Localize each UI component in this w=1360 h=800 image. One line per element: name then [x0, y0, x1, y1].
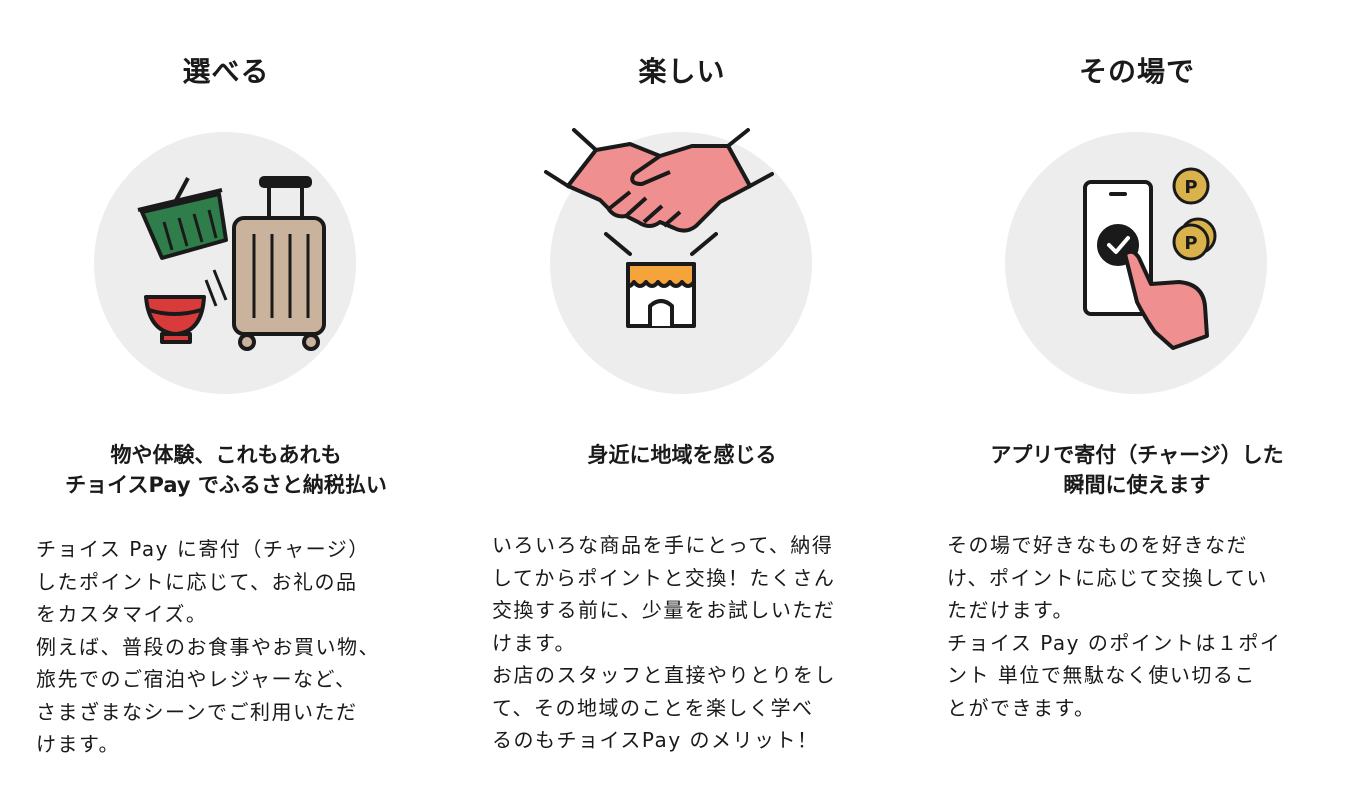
feature-body: チョイス Pay に寄付（チャージ） したポイントに応じて、お礼の品 をカスタマ… — [36, 537, 380, 756]
svg-text:P: P — [1184, 233, 1197, 254]
basket-icon — [137, 177, 228, 260]
bowl-icon — [144, 295, 206, 344]
handshake-shop-svg — [544, 128, 774, 328]
shopping-travel-icon — [94, 132, 356, 394]
feature-body: その場で好きなものを好きなだ け、ポイントに応じて交換してい ただけます。 チョ… — [947, 533, 1282, 720]
feature-subtitle: 身近に地域を感じる — [587, 443, 777, 467]
feature-subtitle: アプリで寄付（チャージ）した 瞬間に使えます — [990, 443, 1284, 497]
feature-heading: 選べる — [182, 55, 270, 88]
feature-body: いろいろな商品を手にとって、納得 してからポイントと交換！たくさん 交換する前に… — [492, 533, 836, 752]
coin-icon: P P — [1172, 167, 1217, 261]
smartphone-tap-icon: P P — [1005, 132, 1267, 394]
handshake-icon — [566, 142, 752, 233]
handshake-shop-icon — [544, 128, 812, 394]
feature-heading: その場で — [1078, 55, 1195, 88]
smartphone-tap-svg: P P — [1083, 167, 1217, 350]
feature-subtitle: 物や体験、これもあれも チョイスPay でふるさと納税払い — [65, 443, 387, 497]
shopping-travel-svg — [137, 176, 326, 351]
suitcase-icon — [232, 176, 326, 351]
pointing-hand-icon — [1123, 249, 1209, 350]
feature-heading: 楽しい — [638, 55, 726, 88]
svg-text:P: P — [1184, 177, 1197, 198]
shop-icon — [626, 262, 696, 328]
